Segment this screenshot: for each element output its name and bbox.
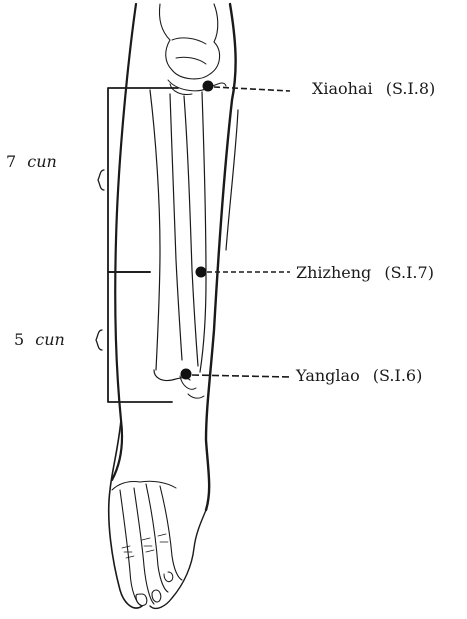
acupoint-dot-xiaohai (203, 81, 214, 92)
point-label-yanglao: Yanglao (S.I.6) (295, 366, 422, 385)
measure-value: 7 (6, 152, 16, 171)
point-code: (S.I.7) (384, 263, 434, 282)
brace-lower (96, 330, 102, 350)
measurement-brackets (96, 88, 178, 402)
measure-value: 5 (14, 330, 24, 349)
acupoint-markers (181, 81, 291, 380)
acupoint-dot-zhizheng (196, 267, 207, 278)
measure-labels: 7 cun 5 cun (6, 152, 65, 349)
measure-label-lower: 5 cun (14, 330, 65, 349)
brace-upper (98, 170, 104, 190)
point-code: (S.I.6) (373, 366, 423, 385)
measure-label-upper: 7 cun (6, 152, 57, 171)
point-label-xiaohai: Xiaohai (S.I.8) (312, 79, 435, 98)
measure-unit: cun (27, 152, 57, 171)
point-name: Xiaohai (312, 79, 373, 98)
leader-line-xiaohai (214, 87, 290, 91)
acupoint-labels: Xiaohai (S.I.8) Zhizheng (S.I.7) Yanglao… (295, 79, 435, 385)
point-label-zhizheng: Zhizheng (S.I.7) (296, 263, 434, 282)
point-name: Yanglao (295, 366, 360, 385)
forearm-illustration (109, 4, 238, 608)
acupoint-dot-yanglao (181, 369, 192, 380)
measure-unit: cun (35, 330, 65, 349)
point-name: Zhizheng (296, 263, 371, 282)
leader-line-yanglao (192, 375, 290, 377)
point-code: (S.I.8) (386, 79, 436, 98)
